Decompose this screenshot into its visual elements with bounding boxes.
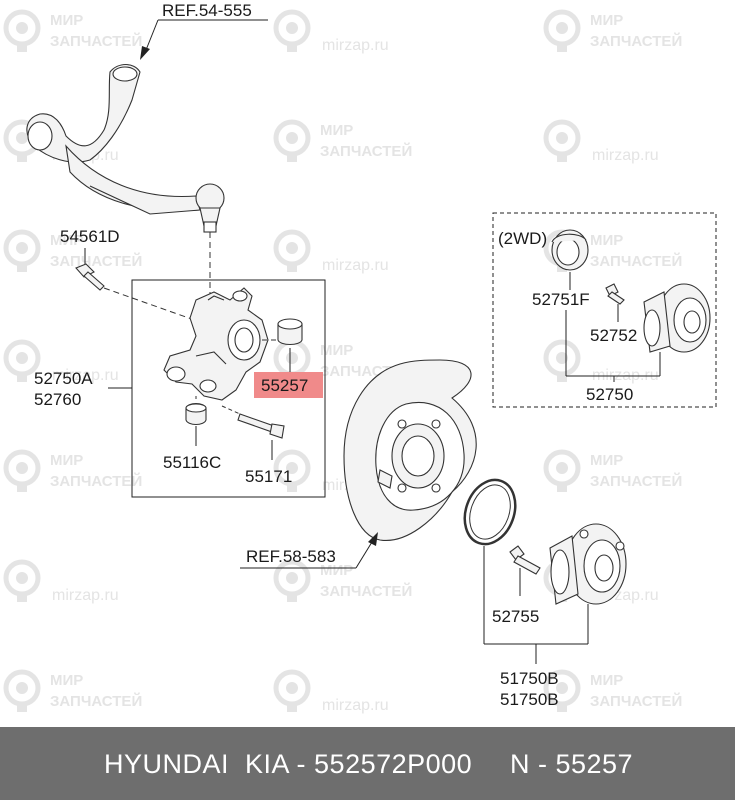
hub-2wd-group: (2WD) 52751F 52752 52750 xyxy=(492,212,717,408)
watermark-tile: mirzap.ru xyxy=(6,562,119,604)
svg-text:REF.58-583: REF.58-583 xyxy=(246,547,336,566)
svg-text:МИР: МИР xyxy=(590,12,623,29)
watermark-tile: mirzap.ru xyxy=(276,12,389,54)
svg-text:mirzap.ru: mirzap.ru xyxy=(322,257,389,274)
svg-text:54561D: 54561D xyxy=(60,227,120,246)
svg-text:МИР: МИР xyxy=(50,452,83,469)
svg-text:МИР: МИР xyxy=(320,342,353,359)
watermark-tile: МИР ЗАПЧАСТЕЙ xyxy=(276,562,412,602)
watermark-tile: mirzap.ru xyxy=(276,232,389,274)
watermark-tile: МИР ЗАПЧАСТЕЙ xyxy=(276,122,412,162)
svg-text:mirzap.ru: mirzap.ru xyxy=(52,587,119,604)
hub-51750b xyxy=(549,523,627,644)
svg-text:МИР: МИР xyxy=(50,232,83,249)
label-51750b: 51750B xyxy=(500,669,559,688)
watermark-tile: МИР ЗАПЧАСТЕЙ xyxy=(546,672,682,712)
svg-text:52755: 52755 xyxy=(492,607,539,626)
watermark-tile: mirzap.ru xyxy=(276,672,389,714)
svg-text:МИР: МИР xyxy=(320,122,353,139)
watermark-tile: МИР ЗАПЧАСТЕЙ xyxy=(6,12,142,52)
o-ring xyxy=(463,478,517,546)
svg-text:55171: 55171 xyxy=(245,467,292,486)
svg-text:МИР: МИР xyxy=(50,672,83,689)
svg-text:ЗАПЧАСТЕЙ: ЗАПЧАСТЕЙ xyxy=(590,32,682,50)
svg-text:mirzap.ru: mirzap.ru xyxy=(322,697,389,714)
svg-text:МИР: МИР xyxy=(50,12,83,29)
footer-brand-part: HYUNDAI KIA - 552572P000 xyxy=(104,749,473,779)
svg-text:52751F: 52751F xyxy=(532,290,590,309)
svg-text:mirzap.ru: mirzap.ru xyxy=(52,367,119,384)
svg-text:ЗАПЧАСТЕЙ: ЗАПЧАСТЕЙ xyxy=(50,252,142,270)
brake-backing-plate xyxy=(343,359,477,541)
svg-text:ЗАПЧАСТЕЙ: ЗАПЧАСТЕЙ xyxy=(320,582,412,600)
svg-text:МИР: МИР xyxy=(590,672,623,689)
svg-text:ЗАПЧАСТЕЙ: ЗАПЧАСТЕЙ xyxy=(50,32,142,50)
ref-upper-callout: REF.54-555 xyxy=(140,1,268,60)
svg-text:55257: 55257 xyxy=(261,376,308,395)
watermark-tile: МИР ЗАПЧАСТЕЙ xyxy=(546,232,682,272)
svg-text:ЗАПЧАСТЕЙ: ЗАПЧАСТЕЙ xyxy=(590,252,682,270)
ref-plate-callout: REF.58-583 xyxy=(240,532,378,569)
watermark-layer: МИР ЗАПЧАСТЕЙ mirzap.ru МИР ЗАПЧАСТЕЙ mi… xyxy=(6,12,682,714)
watermark-tile: МИР ЗАПЧАСТЕЙ xyxy=(6,232,142,272)
svg-text:(2WD): (2WD) xyxy=(498,229,547,248)
svg-text:МИР: МИР xyxy=(320,562,353,579)
knuckle-group: 52750A 52760 55116C 55171 xyxy=(34,279,326,498)
svg-text:52760: 52760 xyxy=(34,390,81,409)
svg-text:ЗАПЧАСТЕЙ: ЗАПЧАСТЕЙ xyxy=(590,692,682,710)
svg-text:55116C: 55116C xyxy=(163,453,221,472)
bolt-54561d: 54561D xyxy=(60,227,201,323)
watermark-tile: mirzap.ru xyxy=(546,122,659,164)
highlight-55257: 55257 xyxy=(254,372,323,398)
watermark-tile: МИР ЗАПЧАСТЕЙ xyxy=(6,672,142,712)
svg-text:52750: 52750 xyxy=(586,385,633,404)
watermark-tile: МИР ЗАПЧАСТЕЙ xyxy=(546,452,682,492)
watermark-tile: mirzap.ru xyxy=(546,342,659,384)
upper-control-arm xyxy=(26,63,225,233)
svg-text:mirzap.ru: mirzap.ru xyxy=(322,37,389,54)
footer-bar: HYUNDAI KIA - 552572P000 N - 55257 xyxy=(0,727,735,800)
svg-text:ЗАПЧАСТЕЙ: ЗАПЧАСТЕЙ xyxy=(590,472,682,490)
footer-number: N - 55257 xyxy=(510,749,634,779)
watermark-tile: МИР ЗАПЧАСТЕЙ xyxy=(6,452,142,492)
svg-text:МИР: МИР xyxy=(590,232,623,249)
svg-text:52750A: 52750A xyxy=(34,369,93,388)
svg-text:МИР: МИР xyxy=(590,452,623,469)
svg-text:52752: 52752 xyxy=(590,326,637,345)
svg-text:ЗАПЧАСТЕЙ: ЗАПЧАСТЕЙ xyxy=(320,142,412,160)
label-51750b: 51750B xyxy=(500,690,559,709)
svg-text:ЗАПЧАСТЕЙ: ЗАПЧАСТЕЙ xyxy=(50,692,142,710)
svg-text:mirzap.ru: mirzap.ru xyxy=(592,147,659,164)
watermark-tile: МИР ЗАПЧАСТЕЙ xyxy=(546,12,682,52)
watermark-tile: mirzap.ru xyxy=(6,342,119,384)
stud-52755: 52755 xyxy=(492,545,541,626)
parts-diagram: МИР ЗАПЧАСТЕЙ mirzap.ru МИР ЗАПЧАСТЕЙ mi… xyxy=(0,1,717,727)
svg-text:REF.54-555: REF.54-555 xyxy=(162,1,252,20)
svg-text:ЗАПЧАСТЕЙ: ЗАПЧАСТЕЙ xyxy=(50,472,142,490)
